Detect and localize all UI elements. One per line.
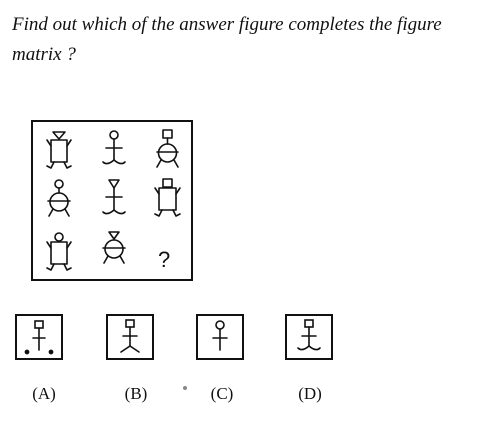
question-text: Find out which of the answer figure comp… [12,14,442,65]
matrix-figures [46,129,181,271]
option-d-figure[interactable] [285,314,333,360]
option-c-figure[interactable] [196,314,244,360]
option-d-label: (D) [298,384,322,403]
matrix-cell-r2c1 [47,179,71,217]
figure-matrix: ? [31,120,193,281]
stick-man-square-head-icon [297,319,321,351]
option-c-label: (C) [210,384,234,403]
matrix-cell-r2c3 [154,178,181,217]
stick-man-circle-head-icon [212,320,228,351]
matrix-cell-r1c2 [102,130,126,165]
scan-speck [183,386,187,390]
option-b-figure[interactable] [106,314,154,360]
option-a-label: (A) [32,384,56,403]
matrix-cell-r1c1 [46,131,72,169]
missing-figure-question-mark: ? [158,247,171,272]
option-b-label: (B) [124,384,148,403]
stick-square-head-dots-icon [24,320,54,355]
matrix-cell-r1c3 [156,129,179,168]
matrix-cell-r3c1 [46,232,72,271]
matrix-cell-r2c2 [102,179,126,215]
matrix-cell-r3c2 [102,231,126,264]
option-a-figure[interactable] [15,314,63,360]
stick-man-square-head-icon [120,319,140,353]
